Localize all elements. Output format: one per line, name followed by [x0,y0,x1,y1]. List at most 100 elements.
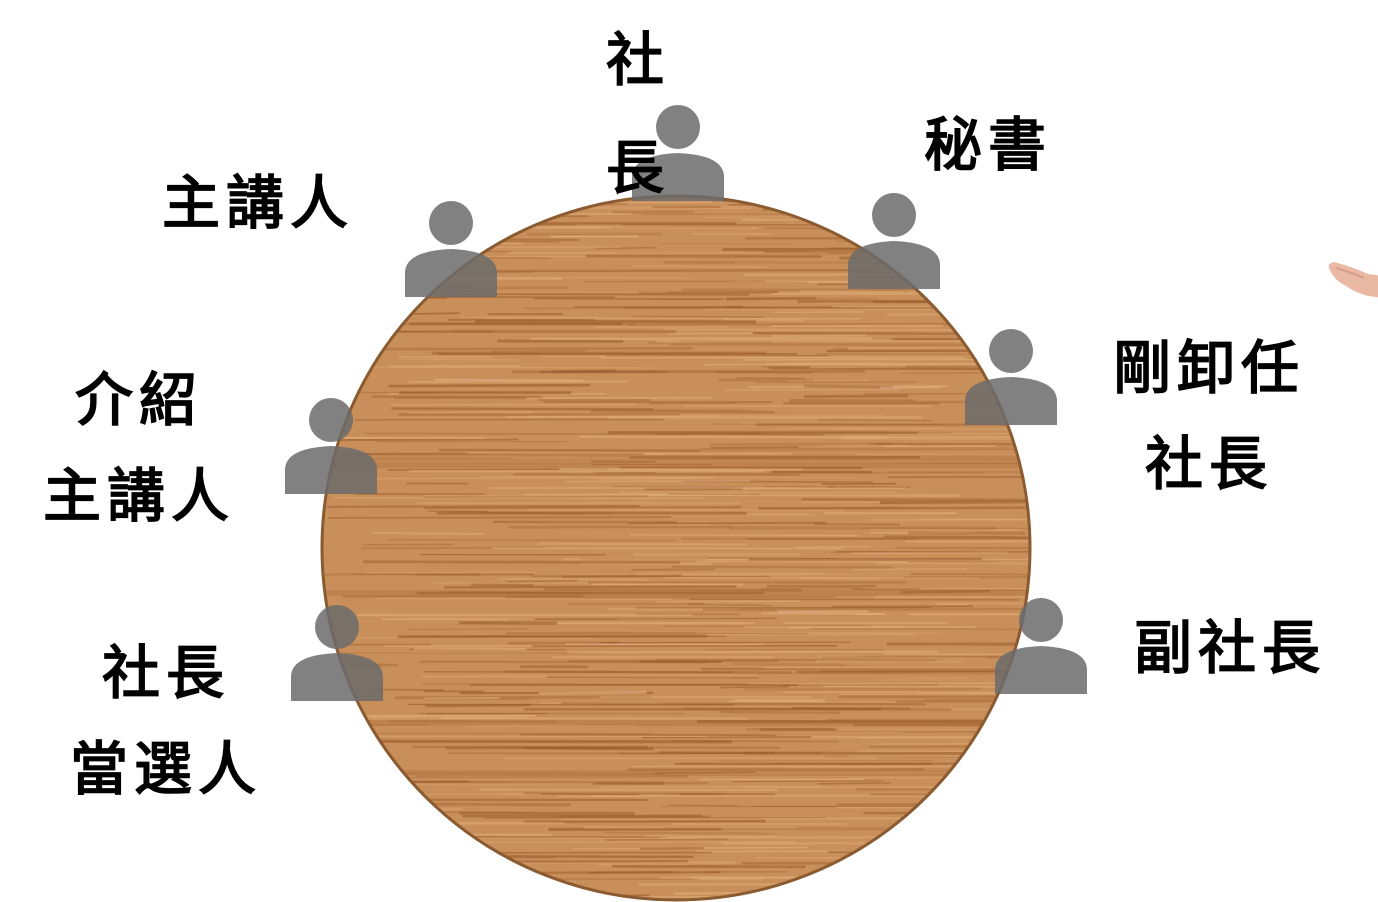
wood-grain-line [829,550,975,554]
wood-grain-line [322,774,688,779]
label-past-president-line-1: 剛卸任 [1112,334,1305,402]
wood-grain-line [695,850,900,853]
wood-grain-line [367,739,732,744]
wood-grain-line [761,587,863,590]
label-secretary: 秘書 [924,110,1052,180]
wood-grain-line [915,692,1030,695]
wood-grain-line [887,677,969,680]
wood-grain-line [538,542,748,546]
wood-grain-line [334,780,469,784]
wood-grain-band [322,770,1030,776]
wood-grain-line [809,365,906,369]
wood-grain-line [884,535,1030,539]
wood-grain-line [748,682,1010,685]
wood-grain-line [813,522,901,526]
label-speaker-introducer-line-1: 介紹 [74,366,203,434]
person-icon-speaker-introducer [283,390,379,494]
label-vice-president-line-1: 副社長 [1134,614,1327,682]
wood-grain-line [719,710,841,714]
label-speaker-line-1: 主講人 [162,169,355,237]
wood-grain-line [876,742,1030,745]
wood-grain-line [376,597,672,600]
wood-grain-line [726,296,817,301]
wood-grain-line [697,560,909,564]
wood-grain-line [900,590,990,594]
wood-grain-line [389,719,557,724]
wood-grain-line [852,568,968,571]
wood-grain-line [905,539,1030,543]
wood-grain-line [399,358,518,361]
wood-grain-line [523,792,722,795]
wood-grain-line [404,833,552,837]
wood-grain-line [799,290,903,294]
label-speaker: 主講人 [162,168,354,238]
wood-grain-line [603,831,775,835]
wood-grain-line [743,687,982,691]
wood-grain-line [792,427,868,430]
wood-grain-line [590,409,775,414]
wood-grain-line [532,644,837,648]
wood-grain-line [709,446,799,449]
wood-grain-line [693,898,1030,900]
wood-grain-line [632,315,765,319]
wood-grain-line [654,771,757,774]
person-icon-president-elect [289,597,385,701]
wood-grain-line [363,560,681,564]
wood-grain-line [758,506,1030,510]
wood-grain-line [397,355,493,359]
label-vice-president: 副社長 [1134,613,1326,683]
wood-grain-line [895,831,1030,835]
wood-grain-line [342,594,583,598]
wood-grain-line [424,696,500,700]
wood-grain-line [747,385,948,389]
wood-grain-line [741,861,1030,865]
label-secretary-line-1: 秘書 [924,111,1053,179]
wood-grain-line [425,703,532,708]
wood-grain-line [803,394,909,399]
wood-grain-line [359,894,555,897]
wood-grain-line [870,531,975,534]
wood-grain-line [717,843,812,846]
label-past-president-line-2: 社長 [1144,430,1273,498]
wood-grain-line [669,343,991,347]
label-president-line-1: 社 [605,26,670,94]
wood-grain-line [861,883,1030,886]
wood-grain-line [628,521,827,525]
wood-grain-line [612,486,835,488]
wood-grain-line [528,508,845,512]
wood-grain-line [732,662,847,666]
wood-grain-line [392,860,688,863]
wood-grain-line [368,807,461,810]
wood-grain-line [794,545,871,549]
wood-grain-line [660,876,990,879]
wood-grain-line [488,486,828,490]
wood-grain-line [631,568,716,571]
wood-grain-line [886,432,1022,435]
wood-grain-line [687,603,772,607]
wood-grain-line [421,674,757,678]
wood-grain-line [413,647,527,651]
wood-grain-line [496,268,877,273]
wood-grain-line [695,631,807,635]
wood-grain-line [858,736,1030,739]
wood-grain-line [352,573,566,576]
wood-grain-line [732,780,884,783]
wood-grain-line [325,572,636,576]
wood-grain-line [423,698,530,701]
wood-grain-line [385,347,693,351]
wood-grain-line [823,887,1030,890]
wood-grain-line [803,384,893,389]
wood-grain-line [684,707,952,711]
wood-grain-line [655,658,937,662]
wood-grain-line [642,835,779,838]
label-speaker-introducer-line-2: 主講人 [42,462,235,530]
wood-grain-line [471,583,534,587]
wood-grain-line [548,827,722,831]
wood-grain-line [507,641,620,645]
wood-grain-line [557,795,643,798]
wood-grain-line [778,660,963,663]
wood-grain-line [638,290,779,295]
wood-grain-line [372,532,484,535]
wood-grain-line [559,467,803,471]
wood-grain-line [856,454,1030,457]
